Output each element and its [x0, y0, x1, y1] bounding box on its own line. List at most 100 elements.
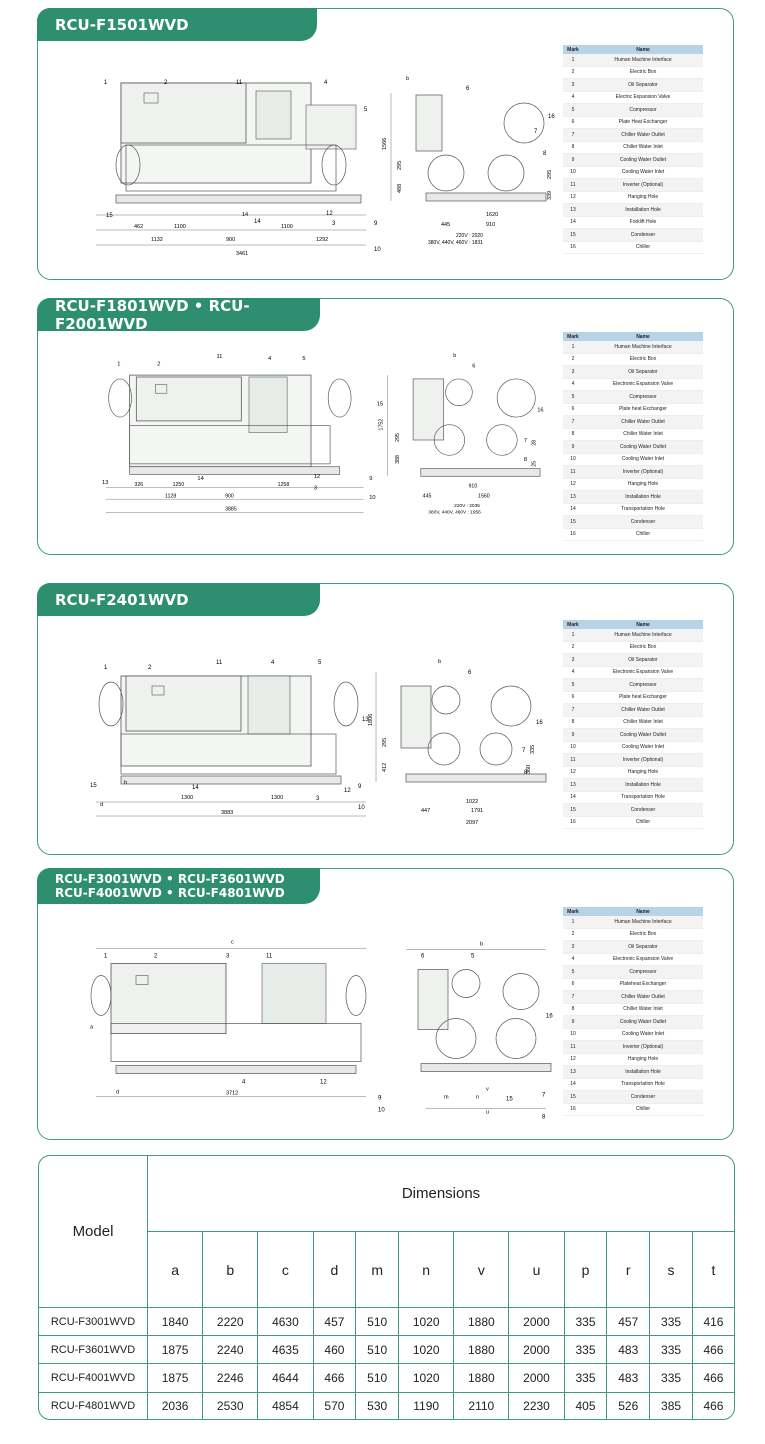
callout: 11 — [266, 954, 273, 960]
dimension-value: 457 — [313, 1308, 357, 1337]
dim-label: u — [486, 1110, 489, 1116]
callout: 3 — [332, 221, 336, 227]
dim-label: 1100 — [174, 224, 186, 230]
callout: 15 — [90, 783, 97, 789]
dimension-value: 335 — [564, 1308, 608, 1337]
part-mark: 8 — [563, 428, 583, 441]
dim-label: 2097 — [466, 820, 478, 826]
callout: 12 — [344, 788, 351, 794]
callout: 2 — [164, 80, 168, 86]
section-title-line: RCU-F3001WVD • RCU-F3601WVD — [55, 872, 285, 886]
part-mark: 3 — [563, 365, 583, 379]
dimension-value: 4630 — [258, 1308, 314, 1337]
part-name: Installation Hole — [583, 203, 703, 217]
unit-drawing: 1 2 11 4 5 15 14 12 3 10 462 1100 14 110… — [96, 76, 555, 257]
dim-label: 339 — [547, 191, 553, 200]
dim-label: c — [231, 940, 234, 946]
callout: 2 — [154, 954, 158, 960]
dimension-value: 2246 — [203, 1364, 259, 1393]
dimension-value: 1020 — [399, 1336, 455, 1365]
dim-label: 412 — [382, 763, 388, 772]
section-title: RCU-F3001WVD • RCU-F3601WVD RCU-F4001WVD… — [37, 868, 320, 904]
section-title-line: RCU-F4001WVD • RCU-F4801WVD — [55, 886, 285, 900]
part-mark: 16 — [563, 1103, 583, 1116]
part-name: Chiller — [583, 816, 703, 829]
dim-label: 447 — [421, 808, 430, 814]
part-name: Chiller Water Outlet — [583, 990, 703, 1004]
callout: 7 — [522, 748, 526, 754]
dimension-value: 1880 — [454, 1336, 510, 1365]
dimension-value: 483 — [607, 1336, 651, 1365]
part-mark: 9 — [563, 1015, 583, 1029]
part-mark: 1 — [563, 341, 583, 354]
parts-header-name: Name — [583, 45, 703, 54]
callout: 9 — [358, 784, 362, 790]
dimension-column-header: u — [509, 1232, 565, 1309]
parts-header-mark: Mark — [563, 332, 583, 341]
dim-label: d — [116, 1090, 119, 1096]
part-mark: 7 — [563, 415, 583, 429]
part-mark: 11 — [563, 178, 583, 192]
part-mark: 8 — [563, 141, 583, 154]
part-mark: 7 — [563, 128, 583, 142]
part-name: Oil Separator — [583, 940, 703, 954]
section-rcu-f2401wvd: RCU-F2401WVD 1 2 11 4 5 15 14 12 3 h d 1… — [37, 583, 734, 855]
part-name: Compressor — [583, 678, 703, 692]
dim-label: 295 — [395, 433, 401, 442]
part-mark: 2 — [563, 66, 583, 79]
dim-label: 3883 — [221, 810, 233, 816]
part-name: Chiller Water Outlet — [583, 703, 703, 717]
part-name: Plate heat Exchanger — [583, 403, 703, 416]
callout: 16 — [536, 720, 543, 726]
dim-label: 380V, 440V, 460V : 1956 — [428, 510, 481, 516]
dimension-value: 385 — [650, 1392, 693, 1419]
dim-label: 220V : 2020 — [456, 233, 483, 239]
dimension-value: 2220 — [203, 1308, 259, 1337]
dimension-column-header: r — [607, 1232, 651, 1309]
dim-label: 1250 — [173, 482, 185, 488]
part-name: Compressor — [583, 103, 703, 117]
section-rcu-f3001wvd-f4801wvd: RCU-F3001WVD • RCU-F3601WVD RCU-F4001WVD… — [37, 868, 734, 1140]
model-name: RCU-F3601WVD — [39, 1336, 148, 1365]
dimension-value: 4635 — [258, 1336, 314, 1365]
callout: 3 — [226, 954, 230, 960]
dimension-value: 1875 — [148, 1364, 204, 1393]
dimension-value: 2000 — [509, 1336, 565, 1365]
parts-header-name: Name — [583, 332, 703, 341]
part-name: Oil Separator — [583, 78, 703, 92]
part-mark: 4 — [563, 666, 583, 679]
dim-label: 3885 — [225, 507, 237, 513]
callout: 6 — [466, 86, 470, 92]
dimension-value: 1840 — [148, 1308, 204, 1337]
parts-header-mark: Mark — [563, 907, 583, 916]
part-mark: 3 — [563, 653, 583, 667]
part-mark: 16 — [563, 528, 583, 541]
callout: 10 — [374, 247, 381, 253]
part-mark: 13 — [563, 1065, 583, 1079]
dimension-value: 466 — [703, 1398, 724, 1413]
part-mark: 6 — [563, 403, 583, 416]
callout: 15 — [377, 402, 383, 408]
section-title: RCU-F1501WVD — [37, 8, 317, 41]
callout: 1 — [117, 362, 120, 368]
part-name: Electronic Expansion Valve — [583, 953, 703, 966]
